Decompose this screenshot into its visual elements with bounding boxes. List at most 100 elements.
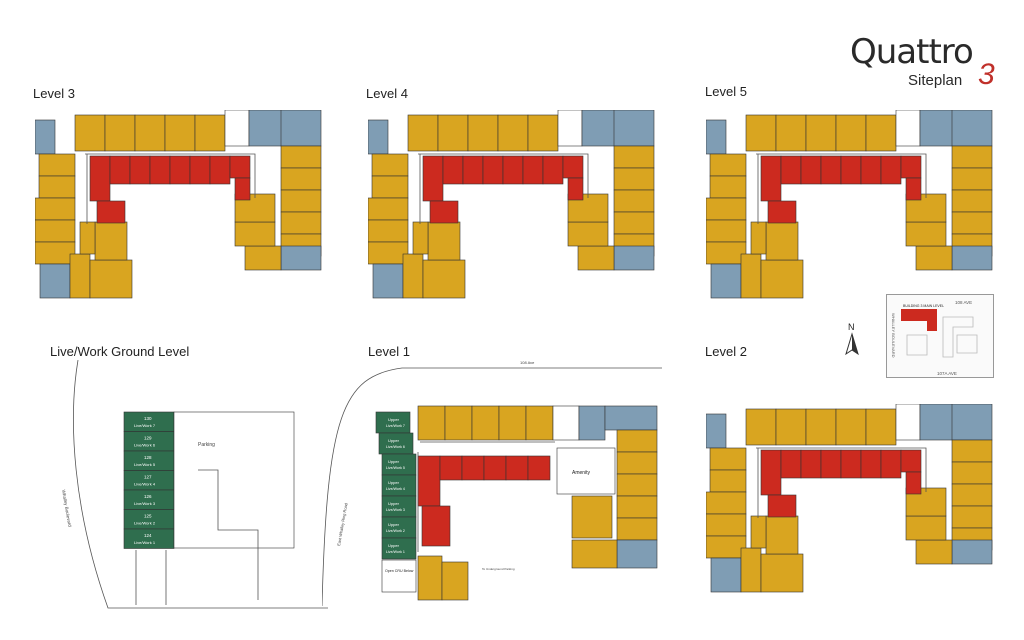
inner-unit xyxy=(840,449,862,479)
top-unit xyxy=(194,114,226,152)
upper-livework-unit xyxy=(381,495,417,518)
unit xyxy=(915,245,953,271)
left-unit xyxy=(709,175,747,199)
upper-livework-unit xyxy=(381,474,417,497)
upper-livework-title: Upper xyxy=(388,438,400,443)
inner-unit xyxy=(780,449,802,479)
inner-unit xyxy=(905,177,922,201)
inner-unit xyxy=(483,455,507,481)
right-unit xyxy=(951,211,993,235)
unit xyxy=(567,221,609,247)
right-unit xyxy=(613,211,655,235)
right-unit xyxy=(280,167,322,191)
top-unit xyxy=(745,408,777,446)
livework-unit-number: 127 xyxy=(144,475,152,480)
left-unit xyxy=(35,197,76,221)
top-unit xyxy=(467,114,499,152)
unit xyxy=(905,515,947,541)
right-unit xyxy=(613,167,655,191)
inner-unit xyxy=(562,155,584,179)
unit xyxy=(905,221,947,247)
open-cru-below xyxy=(381,559,417,593)
unit xyxy=(244,245,282,271)
livework-unit xyxy=(123,509,175,530)
right-unit xyxy=(951,461,993,485)
right-unit xyxy=(616,517,658,541)
unit xyxy=(79,221,96,255)
unit xyxy=(441,561,469,601)
top-unit xyxy=(805,114,837,152)
logo-three: 3 xyxy=(978,58,995,91)
left-unit xyxy=(368,219,409,243)
upper-livework-type: Live/Work 7 xyxy=(386,424,405,428)
unit xyxy=(412,221,429,255)
livework-unit xyxy=(123,431,175,452)
top-unit xyxy=(775,114,807,152)
level-3-floorplan xyxy=(35,110,322,299)
livework-unit-number: 128 xyxy=(144,455,152,460)
keymap-other-outlines xyxy=(906,334,978,356)
inner-unit xyxy=(462,155,484,185)
corner-unit xyxy=(613,110,655,147)
livework-label: Live/Work Ground Level xyxy=(50,344,190,359)
inner-unit xyxy=(820,155,842,185)
left-unit xyxy=(38,175,76,199)
unit xyxy=(571,539,618,569)
livework-unit-type: Live/Work 6 xyxy=(134,443,156,448)
right-unit xyxy=(616,495,658,519)
amenity-label: Amenity xyxy=(572,470,591,476)
key-map: 108 AVE 107A AVE WHALLEY BOULEVARD BUILD… xyxy=(886,294,994,378)
left-unit xyxy=(709,447,747,471)
level-2-label: Level 2 xyxy=(705,344,747,359)
logo-wordmark: Quattro xyxy=(850,32,974,72)
top-unit xyxy=(835,408,867,446)
corridor xyxy=(417,441,555,552)
top-unit xyxy=(805,408,837,446)
corner-unit xyxy=(578,405,606,441)
level-4-floorplan xyxy=(368,110,655,299)
top-unit xyxy=(775,408,807,446)
inner-unit xyxy=(129,155,151,185)
north-arrow-icon: N xyxy=(845,322,859,356)
quattro-logo: Quattro 3 Siteplan xyxy=(850,30,1000,100)
street-label: Whalley Boulevard xyxy=(61,489,73,527)
corner-unit xyxy=(616,539,658,569)
right-unit xyxy=(280,189,322,213)
keymap-ave-bottom: 107A AVE xyxy=(937,371,957,376)
keymap-building-3-side xyxy=(927,309,937,331)
level-2-floorplan xyxy=(706,404,993,593)
inner-unit xyxy=(505,455,529,481)
top-unit xyxy=(471,405,500,441)
top-unit xyxy=(437,114,469,152)
inner-unit xyxy=(234,177,251,201)
right-unit xyxy=(951,483,993,507)
livework-unit-type: Live/Work 5 xyxy=(134,462,156,467)
livework-unit-type: Live/Work 2 xyxy=(134,521,156,526)
lobby-core xyxy=(552,405,580,441)
right-unit xyxy=(616,451,658,475)
left-unit xyxy=(709,469,747,493)
street-curb xyxy=(73,360,328,609)
unit xyxy=(760,553,804,593)
keymap-building-3-top xyxy=(901,309,931,321)
upper-livework-unit xyxy=(375,411,411,434)
compass-n-label: N xyxy=(848,322,855,332)
top-unit xyxy=(417,405,446,441)
left-unit xyxy=(38,153,76,177)
inner-unit xyxy=(422,155,444,202)
amenity-room xyxy=(556,447,616,495)
top-unit xyxy=(444,405,473,441)
inner-unit xyxy=(900,155,922,179)
unit xyxy=(234,221,276,247)
left-unit xyxy=(706,491,747,515)
inner-unit xyxy=(229,155,251,179)
livework-unit-number: 130 xyxy=(144,416,152,421)
upper-livework-title: Upper xyxy=(388,543,400,548)
right-unit xyxy=(951,439,993,463)
corner-unit xyxy=(951,404,993,441)
inner-unit xyxy=(567,177,584,201)
livework-unit xyxy=(123,450,175,471)
corner-unit xyxy=(280,110,322,147)
unit xyxy=(402,253,424,299)
